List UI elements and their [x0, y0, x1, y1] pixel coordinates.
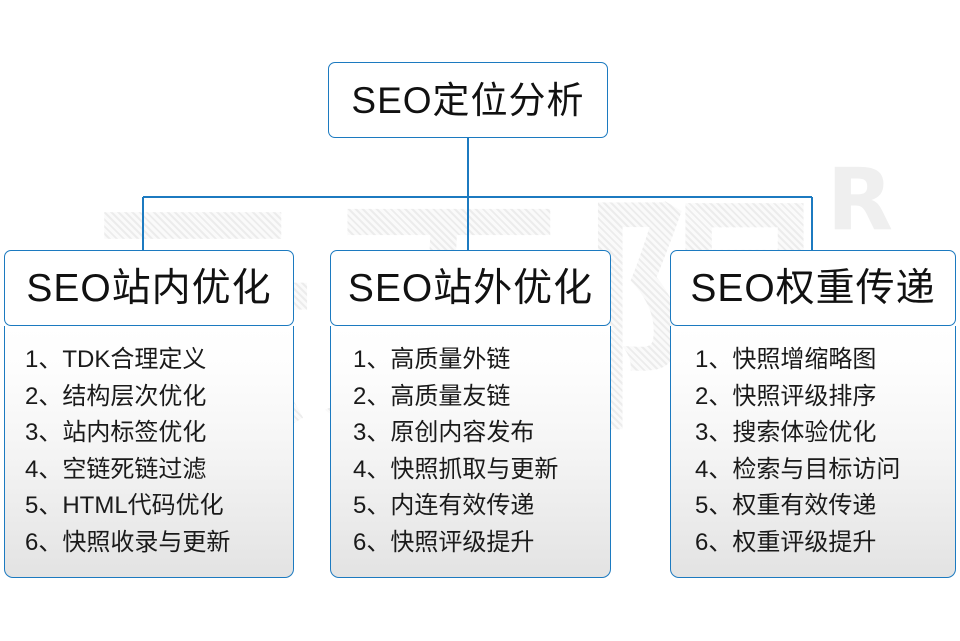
list-item[interactable]: 5、权重有效传递 — [695, 492, 877, 519]
list-item[interactable]: 1、快照增缩略图 — [695, 346, 877, 373]
branch-column-3: SEO权重传递 1、快照增缩略图 2、快照评级排序 3、搜索体验优化 4、检索与… — [670, 250, 956, 578]
branch-header-3[interactable]: SEO权重传递 — [670, 250, 956, 326]
watermark-registered-mark: R — [826, 150, 894, 250]
list-item[interactable]: 6、快照评级提升 — [353, 528, 535, 556]
branch-column-2: SEO站外优化 1、高质量外链 2、高质量友链 3、原创内容发布 4、快照抓取与… — [330, 250, 611, 578]
root-node-label: SEO定位分析 — [351, 79, 585, 121]
list-item[interactable]: 2、结构层次优化 — [25, 382, 207, 410]
list-item[interactable]: 2、快照评级排序 — [695, 382, 877, 410]
list-item[interactable]: 4、空链死链过滤 — [25, 455, 207, 483]
branch-header-label-2: SEO站外优化 — [347, 266, 594, 310]
branch-body-2: 1、高质量外链 2、高质量友链 3、原创内容发布 4、快照抓取与更新 5、内连有… — [330, 326, 611, 578]
branch-item-list-1: 1、TDK合理定义 2、结构层次优化 3、站内标签优化 4、空链死链过滤 5、H… — [5, 342, 293, 561]
branch-header-label-3: SEO权重传递 — [690, 266, 936, 310]
branch-body-1: 1、TDK合理定义 2、结构层次优化 3、站内标签优化 4、空链死链过滤 5、H… — [4, 326, 294, 578]
list-item[interactable]: 1、TDK合理定义 — [25, 346, 207, 373]
list-item[interactable]: 4、检索与目标访问 — [695, 455, 901, 483]
branch-body-3: 1、快照增缩略图 2、快照评级排序 3、搜索体验优化 4、检索与目标访问 5、权… — [670, 326, 956, 578]
root-node[interactable]: SEO定位分析 — [328, 62, 608, 138]
list-item[interactable]: 6、权重评级提升 — [695, 528, 877, 556]
branch-item-list-2: 1、高质量外链 2、高质量友链 3、原创内容发布 4、快照抓取与更新 5、内连有… — [331, 342, 610, 561]
list-item[interactable]: 3、原创内容发布 — [353, 419, 535, 446]
branch-item-list-3: 1、快照增缩略图 2、快照评级排序 3、搜索体验优化 4、检索与目标访问 5、权… — [671, 342, 955, 561]
list-item[interactable]: 5、HTML代码优化 — [25, 492, 224, 519]
list-item[interactable]: 5、内连有效传递 — [353, 492, 535, 519]
branch-header-2[interactable]: SEO站外优化 — [330, 250, 611, 326]
list-item[interactable]: 3、搜索体验优化 — [695, 419, 877, 446]
list-item[interactable]: 1、高质量外链 — [353, 346, 511, 373]
branch-column-1: SEO站内优化 1、TDK合理定义 2、结构层次优化 3、站内标签优化 4、空链… — [4, 250, 294, 578]
list-item[interactable]: 4、快照抓取与更新 — [353, 455, 559, 483]
list-item[interactable]: 3、站内标签优化 — [25, 419, 207, 446]
branch-header-1[interactable]: SEO站内优化 — [4, 250, 294, 326]
list-item[interactable]: 2、高质量友链 — [353, 382, 511, 410]
list-item[interactable]: 6、快照收录与更新 — [25, 528, 231, 556]
branch-header-label-1: SEO站内优化 — [26, 266, 272, 310]
